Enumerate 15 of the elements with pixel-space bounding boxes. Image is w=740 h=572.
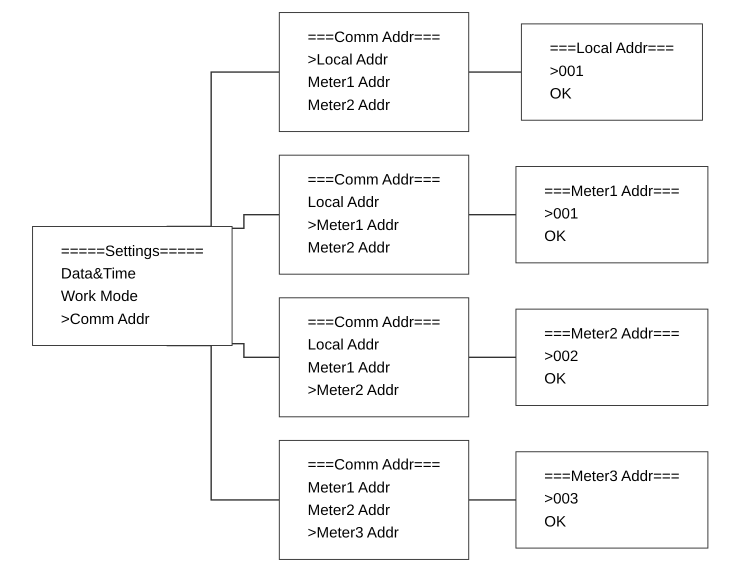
- node-box: ===Comm Addr=== Local Addr >Meter1 Addr Meter2 Addr: [278, 154, 469, 275]
- connector: [468, 71, 522, 73]
- node-box: ===Meter2 Addr=== >002 OK: [515, 308, 708, 406]
- connector: [468, 356, 516, 358]
- node-box: ===Comm Addr=== >Local Addr Meter1 Addr Meter2 Addr: [278, 12, 469, 132]
- node-box: ===Comm Addr=== Meter1 Addr Meter2 Addr >Meter3 Addr: [278, 440, 469, 560]
- connector: [232, 214, 280, 230]
- node-box: ===Local Addr=== >001 OK: [520, 23, 703, 121]
- node-box: =====Settings===== Data&Time Work Mode >Comm Addr: [32, 226, 232, 346]
- node-box: ===Meter1 Addr=== >001 OK: [515, 166, 708, 264]
- connector: [468, 499, 516, 501]
- connector: [232, 342, 280, 358]
- node-box: ===Comm Addr=== Local Addr Meter1 Addr >Meter2 Addr: [278, 297, 469, 418]
- node-box: ===Meter3 Addr=== >003 OK: [515, 451, 708, 549]
- connector: [468, 214, 516, 216]
